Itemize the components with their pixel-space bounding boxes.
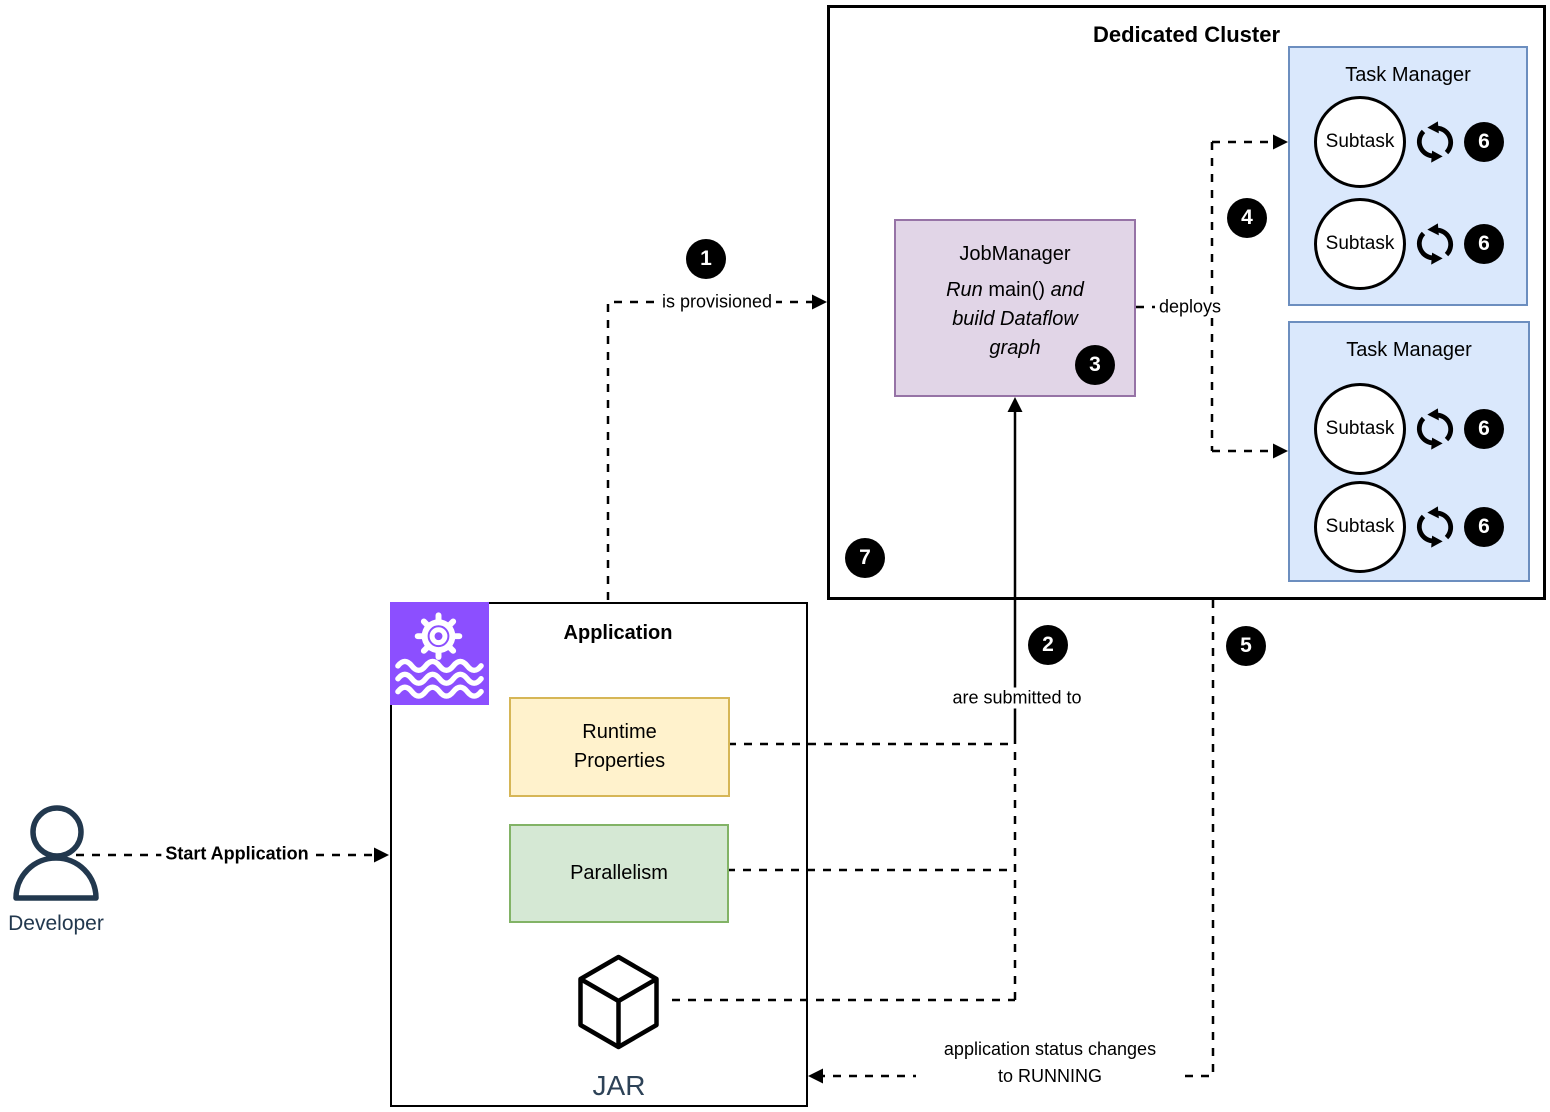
step-badge-6: 6: [1464, 409, 1504, 449]
task-manager-1-title: Task Manager: [1345, 64, 1471, 86]
job-manager-box: JobManager Run main() and build Dataflow…: [894, 219, 1136, 397]
developer-label: Developer: [8, 912, 104, 935]
runtime-properties-label-line1: Runtime: [582, 721, 657, 743]
step-badge-6: 6: [1464, 507, 1504, 547]
edge-is-provisioned: [606, 294, 827, 600]
task-manager-2-title: Task Manager: [1346, 339, 1472, 361]
refresh-cycle-icon: [1416, 223, 1454, 265]
start-application-label: Start Application: [161, 843, 313, 865]
jm-run-word: Run: [946, 279, 983, 301]
developer-person-icon: [13, 805, 99, 901]
step-badge-7: 7: [845, 538, 885, 578]
refresh-cycle-icon: [1416, 121, 1454, 163]
status-line1: application status changes: [943, 1039, 1157, 1059]
subtask-node: Subtask: [1314, 96, 1406, 188]
subtask-node: Subtask: [1314, 481, 1406, 573]
edge-status-running: [808, 600, 1215, 1084]
jm-line3: graph: [989, 337, 1041, 359]
is-provisioned-label: is provisioned: [657, 291, 777, 313]
application-box: Application Runtime Properties Paralleli…: [390, 602, 808, 1107]
jar-cube-icon: [578, 954, 659, 1050]
dedicated-cluster-box: Dedicated Cluster: [827, 5, 1546, 600]
task-manager-2-box: Task Manager Subtask 6 Subtask 6: [1288, 321, 1530, 582]
step-badge-5: 5: [1226, 626, 1266, 666]
application-title: Application: [563, 622, 673, 644]
dedicated-cluster-title: Dedicated Cluster: [1092, 22, 1281, 47]
subtask-row: Subtask 6: [1314, 481, 1504, 573]
job-manager-description: Run main() and build Dataflow graph: [896, 276, 1134, 363]
parallelism-label: Parallelism: [570, 862, 668, 884]
flink-application-icon: [390, 602, 489, 705]
status-line2: to RUNNING: [997, 1066, 1102, 1086]
step-badge-6: 6: [1464, 224, 1504, 264]
subtask-row: Subtask 6: [1314, 96, 1504, 188]
are-submitted-to-label: are submitted to: [948, 687, 1086, 709]
step-badge-6: 6: [1464, 122, 1504, 162]
subtask-node: Subtask: [1314, 383, 1406, 475]
jm-line2: build Dataflow: [952, 308, 1078, 330]
task-manager-1-box: Task Manager Subtask 6 Subtask 6: [1288, 46, 1528, 306]
refresh-cycle-icon: [1416, 408, 1454, 450]
status-running-label: application status changes to RUNNING: [916, 1036, 1184, 1090]
subtask-node: Subtask: [1314, 198, 1406, 290]
deploys-label: deploys: [1154, 296, 1226, 318]
runtime-properties-label-line2: Properties: [573, 750, 666, 772]
step-badge-1: 1: [686, 239, 726, 279]
parallelism-box: Parallelism: [509, 824, 729, 923]
runtime-properties-box: Runtime Properties: [509, 697, 730, 797]
jm-and-word: and: [1050, 279, 1084, 301]
subtask-row: Subtask 6: [1314, 383, 1504, 475]
subtask-row: Subtask 6: [1314, 198, 1504, 290]
step-badge-4: 4: [1227, 198, 1267, 238]
job-manager-title: JobManager: [959, 243, 1071, 265]
step-badge-2: 2: [1028, 625, 1068, 665]
jm-main-word: main(): [988, 279, 1045, 301]
refresh-cycle-icon: [1416, 506, 1454, 548]
step-badge-3: 3: [1075, 345, 1115, 385]
jar-label: JAR: [592, 1070, 646, 1101]
